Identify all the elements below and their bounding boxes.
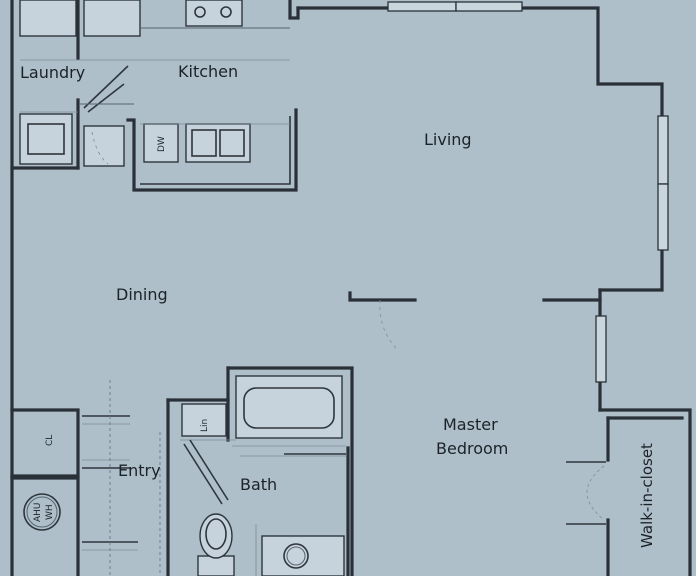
room-label-dining: Dining: [116, 285, 168, 304]
window-living-top-2: [455, 1, 523, 12]
kitchen-area: DW: [10, 0, 298, 192]
water-heater-icon: [23, 493, 61, 531]
room-label-bedroom: Bedroom: [436, 439, 508, 458]
room-label-kitchen: Kitchen: [178, 62, 238, 81]
windows: [387, 1, 669, 383]
bedroom-area: [91, 131, 606, 525]
toilet-icon: [199, 513, 233, 559]
pantry: [83, 125, 125, 167]
window-living-top-1: [387, 1, 457, 12]
bathtub-basin: [243, 387, 335, 429]
room-labels: Laundry Kitchen Living Dining Master Bed…: [20, 62, 656, 548]
range: [185, 0, 243, 27]
burner-icon: [194, 6, 206, 18]
entry-area: CL AHU WH: [10, 380, 161, 576]
window-living-right-1: [657, 115, 669, 185]
laundry-shelf: [19, 0, 77, 37]
linen-label: Lin: [200, 419, 210, 432]
window-bedroom-right: [595, 315, 607, 383]
window-living-right-2: [657, 183, 669, 251]
room-label-entry: Entry: [118, 461, 161, 480]
vanity: [261, 535, 345, 576]
coat-closet-label: CL: [45, 435, 55, 446]
toilet-tank: [197, 555, 235, 576]
dishwasher-label: DW: [157, 136, 167, 152]
room-label-walk-in-closet: Walk-in-closet: [638, 443, 656, 548]
burner-icon: [220, 6, 232, 18]
room-label-bath: Bath: [240, 475, 277, 494]
ahu-label: AHU: [33, 502, 43, 522]
vanity-sink-icon: [283, 543, 309, 569]
bath-area: Lin: [166, 366, 354, 576]
room-label-master: Master: [443, 415, 498, 434]
refrigerator: [83, 0, 141, 37]
room-label-laundry: Laundry: [20, 63, 85, 82]
dishwasher: [143, 123, 179, 163]
linen-closet: [181, 403, 227, 437]
room-label-living: Living: [424, 130, 472, 149]
wh-label: WH: [45, 504, 55, 520]
